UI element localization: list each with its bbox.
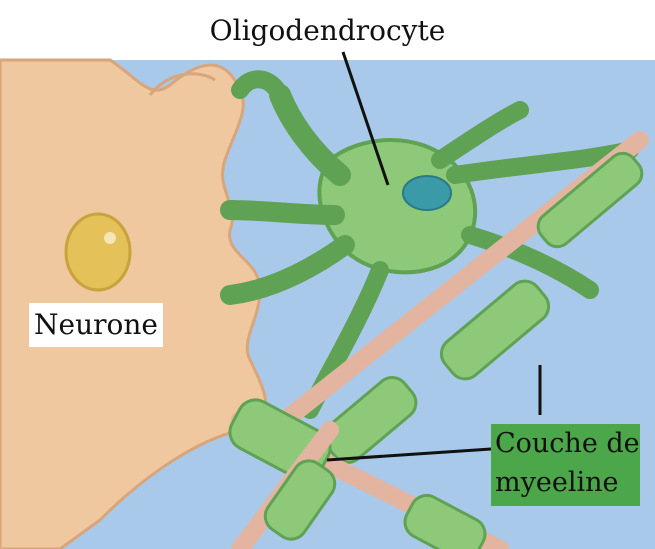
- myelin-label-line2: myeeline: [495, 463, 640, 502]
- myelin-label-line1: Couche de: [495, 424, 640, 463]
- oligodendrocyte-nucleus: [403, 176, 451, 210]
- neuron-label: Neurone: [29, 303, 163, 347]
- neuron-nucleolus: [104, 232, 116, 244]
- neuron-nucleus: [66, 214, 130, 290]
- myelin-label: Couche de myeeline: [491, 424, 640, 506]
- oligodendrocyte-label: Oligodendrocyte: [0, 14, 655, 47]
